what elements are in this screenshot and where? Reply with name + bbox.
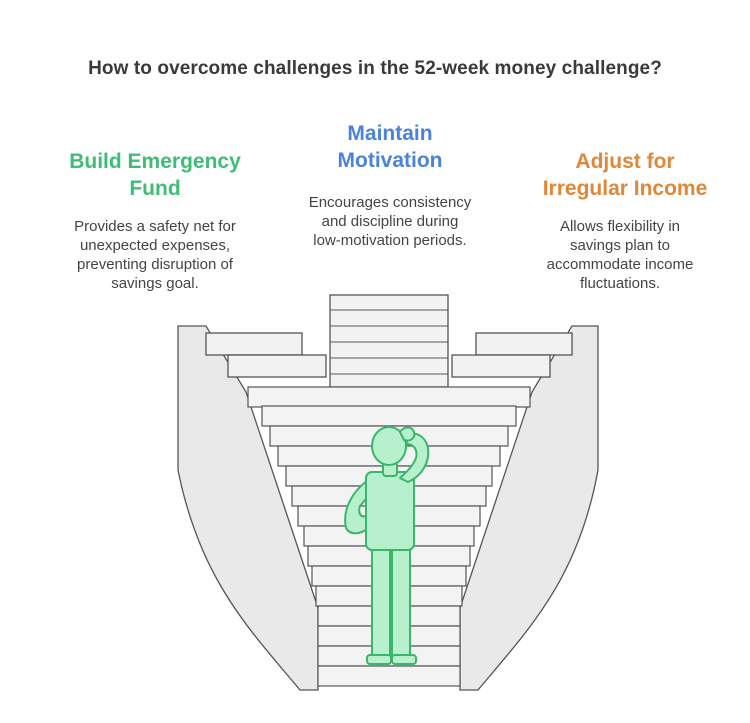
person-head	[371, 426, 407, 466]
right-wall	[459, 325, 599, 691]
thinking-person-icon	[344, 426, 430, 665]
person-left-arm	[344, 479, 371, 535]
description-build-emergency-fund: Provides a safety net for unexpected exp…	[74, 218, 236, 292]
left-step	[205, 332, 303, 356]
stair-step	[247, 386, 531, 408]
description-maintain-motivation: Encourages consistency and discipline du…	[308, 194, 472, 249]
heading-build-emergency-fund: Build Emergency Fund	[69, 150, 241, 200]
person-left-leg	[371, 544, 391, 661]
stair-step	[317, 665, 461, 687]
page-title: How to overcome challenges in the 52-wee…	[88, 58, 662, 79]
stair-step	[261, 405, 517, 427]
center-column	[329, 294, 449, 388]
left-step	[227, 354, 327, 378]
person-torso	[365, 471, 415, 551]
description-adjust-irregular-income: Allows flexibility in savings plan to ac…	[546, 218, 694, 292]
person-left-foot	[366, 654, 392, 665]
right-step	[451, 354, 551, 378]
heading-maintain-motivation: Maintain Motivation	[337, 122, 443, 172]
heading-adjust-irregular-income: Adjust for Irregular Income	[542, 150, 708, 200]
right-step	[475, 332, 573, 356]
person-hand	[399, 426, 416, 442]
person-right-foot	[391, 654, 417, 665]
person-right-leg	[391, 544, 411, 661]
left-wall	[177, 325, 319, 691]
